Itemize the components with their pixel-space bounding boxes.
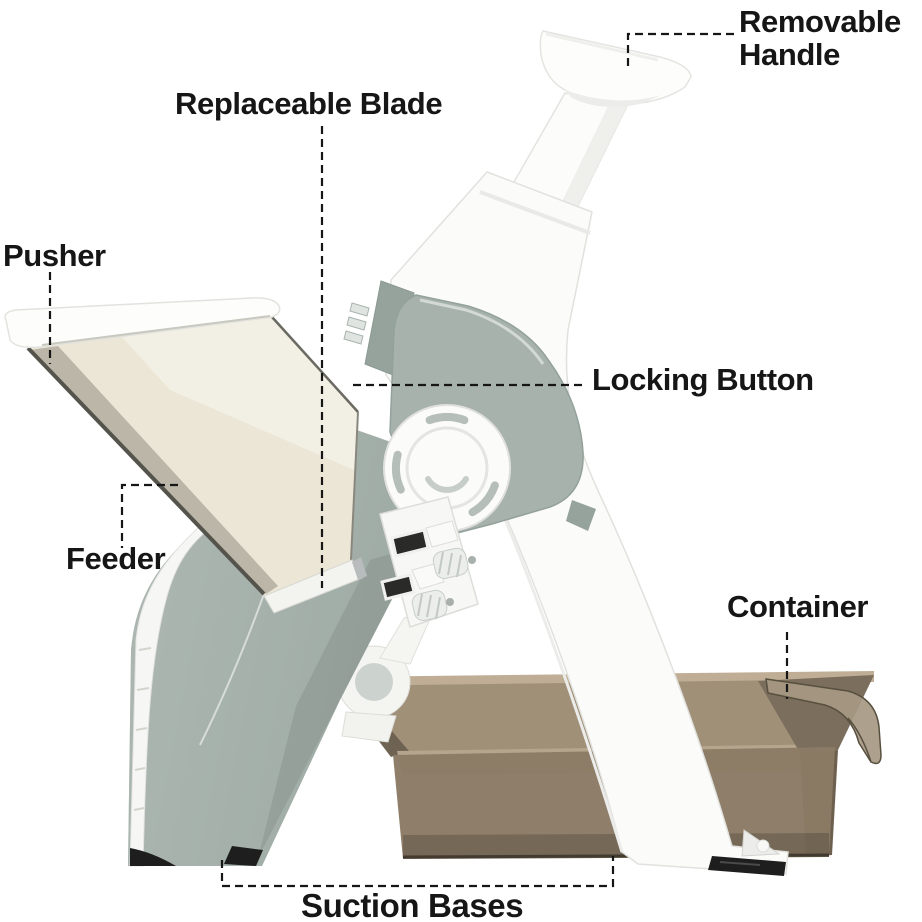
feeder-left-edge xyxy=(26,346,266,596)
feeder-right-edge xyxy=(271,316,359,413)
collar-lip xyxy=(479,190,591,235)
leg-right-facet xyxy=(258,545,420,858)
label-removable-handle-line2: Handle xyxy=(739,37,840,72)
locking-dial xyxy=(383,404,511,532)
blade-slot-2 xyxy=(380,573,416,601)
label-removable-handle-line1: Removable xyxy=(739,4,901,39)
label-container: Container xyxy=(727,589,869,624)
locking-tab xyxy=(566,500,596,531)
suction-base-right xyxy=(708,856,786,876)
blade-slot-1 xyxy=(390,528,430,558)
suction-base-left xyxy=(130,848,176,866)
rail-marks xyxy=(133,647,152,811)
feeder-left-shadow xyxy=(30,346,278,594)
handle-cap-underside xyxy=(565,90,662,107)
label-locking-button: Locking Button xyxy=(592,362,814,397)
handle-assembly xyxy=(504,30,692,219)
feeder-surface xyxy=(26,316,358,596)
feeder-wall-edge xyxy=(350,411,359,561)
connector-suction-bases xyxy=(220,856,615,888)
handle-stem-shade xyxy=(556,102,627,218)
clip-tab-1 xyxy=(425,520,459,548)
label-suction-bases: Suction Bases xyxy=(301,887,524,922)
connector-removable-handle xyxy=(626,32,737,66)
label-feeder: Feeder xyxy=(66,541,166,576)
callout-connectors xyxy=(48,32,789,888)
hinge-cover-highlight xyxy=(419,298,545,365)
pusher-tray-edge xyxy=(41,315,271,346)
suction-base-right-gloss xyxy=(719,861,761,866)
handle-cap-top-edge xyxy=(545,32,659,62)
blade-glint xyxy=(352,557,367,580)
adjust-tab-ridges xyxy=(343,302,370,345)
container-hook-flap xyxy=(765,678,882,765)
label-replaceable-blade: Replaceable Blade xyxy=(175,86,443,121)
discharge-knob-tab xyxy=(341,711,397,743)
blade-carriage xyxy=(379,496,479,628)
leg-left-rail xyxy=(129,515,224,867)
dial-slots xyxy=(391,413,499,517)
connector-feeder xyxy=(120,483,178,548)
arm-foot-peg xyxy=(756,839,770,853)
feeder-chute xyxy=(4,297,367,614)
label-removable-handle: Removable Handle xyxy=(739,5,901,71)
thumb-screw-1 xyxy=(432,547,476,579)
dial-center-arc xyxy=(425,476,469,493)
thumb-screw-2 xyxy=(411,589,454,621)
suction-base-mid xyxy=(224,846,263,866)
container-flap-inner-line xyxy=(847,717,872,763)
pusher-tray xyxy=(4,297,281,349)
feeder-surface-sheen xyxy=(120,316,358,470)
discharge-knob-center xyxy=(355,663,393,701)
label-pusher: Pusher xyxy=(3,238,106,273)
handle-cap xyxy=(539,30,692,105)
